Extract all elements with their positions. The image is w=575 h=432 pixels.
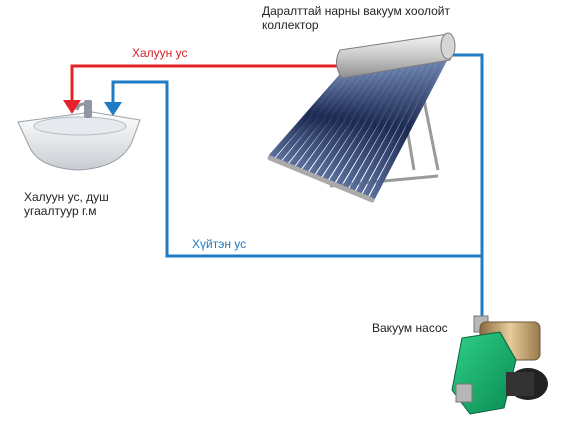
vacuum-tube <box>269 71 347 159</box>
hot-water-pipe <box>63 64 340 114</box>
cold-water-label: Хүйтэн ус <box>192 237 247 251</box>
vacuum-tube <box>329 62 407 185</box>
collector-title: Даралттай нарны вакуум хоолойт коллектор <box>262 4 450 32</box>
vacuum-pump-icon <box>451 315 548 415</box>
vacuum-tube <box>315 64 394 179</box>
vacuum-tube <box>302 66 381 173</box>
vacuum-tube <box>342 60 421 190</box>
vacuum-tube <box>369 57 447 201</box>
vacuum-tube <box>362 57 441 199</box>
cold-water-pipe <box>104 53 484 318</box>
solar-vacuum-tube-collector-icon <box>267 32 456 203</box>
hot-water-label: Халуун ус <box>132 46 188 60</box>
vacuum-tube <box>335 61 414 187</box>
vacuum-tube <box>282 69 361 165</box>
vacuum-tube <box>275 70 354 162</box>
pump-caption: Вакуум насос <box>372 321 448 335</box>
sink-caption: Халуун ус, душ угаалтуур г.м <box>24 190 109 218</box>
vacuum-tube <box>309 65 387 176</box>
vacuum-tube <box>349 59 427 193</box>
vacuum-tube <box>322 63 401 182</box>
vacuum-tube <box>289 68 367 168</box>
vacuum-tube <box>355 58 434 196</box>
vacuum-tube <box>295 67 374 171</box>
wash-basin-icon <box>17 100 141 171</box>
